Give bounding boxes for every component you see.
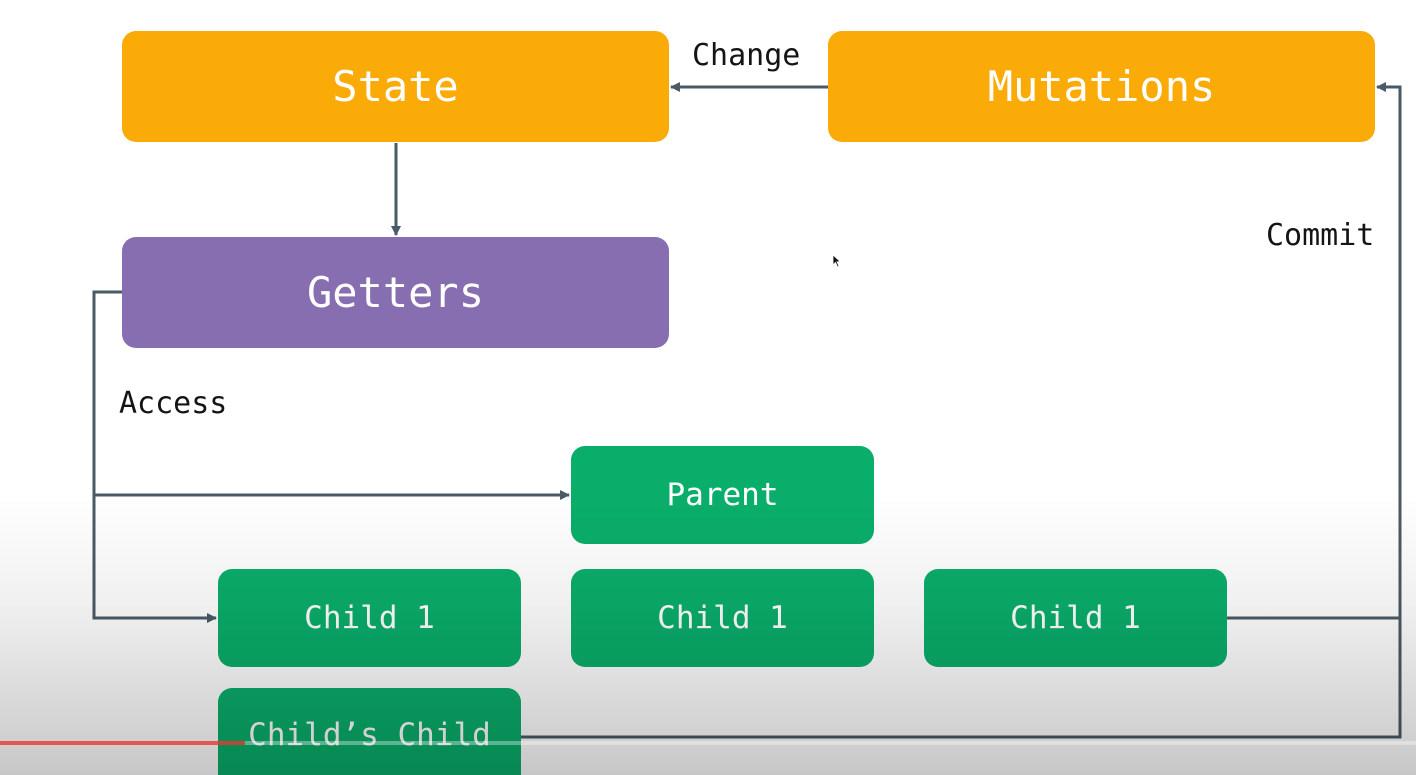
video-progress-track[interactable]: [245, 741, 1416, 745]
child-right-label: Child 1: [1010, 600, 1141, 636]
parent-node: Parent: [571, 446, 874, 544]
childs-child-label: Child’s Child: [248, 717, 491, 753]
mouse-pointer-icon: [832, 254, 842, 268]
state-label: State: [332, 62, 459, 111]
child-left-label: Child 1: [304, 600, 435, 636]
video-progress-played[interactable]: [0, 741, 245, 745]
line-commit-from-child: [1227, 82, 1402, 620]
child-right-node: Child 1: [924, 569, 1227, 667]
mutations-node: Mutations: [828, 31, 1375, 142]
state-node: State: [122, 31, 669, 142]
child-left-node: Child 1: [218, 569, 521, 667]
getters-label: Getters: [306, 268, 484, 317]
getters-node: Getters: [122, 237, 669, 348]
parent-label: Parent: [666, 477, 779, 513]
mutations-label: Mutations: [987, 62, 1216, 111]
child-middle-label: Child 1: [657, 600, 788, 636]
access-edge-label: Access: [119, 386, 228, 421]
childs-child-node: Child’s Child: [218, 688, 521, 775]
change-edge-label: Change: [692, 38, 801, 73]
commit-edge-label: Commit: [1266, 218, 1375, 253]
child-middle-node: Child 1: [571, 569, 874, 667]
